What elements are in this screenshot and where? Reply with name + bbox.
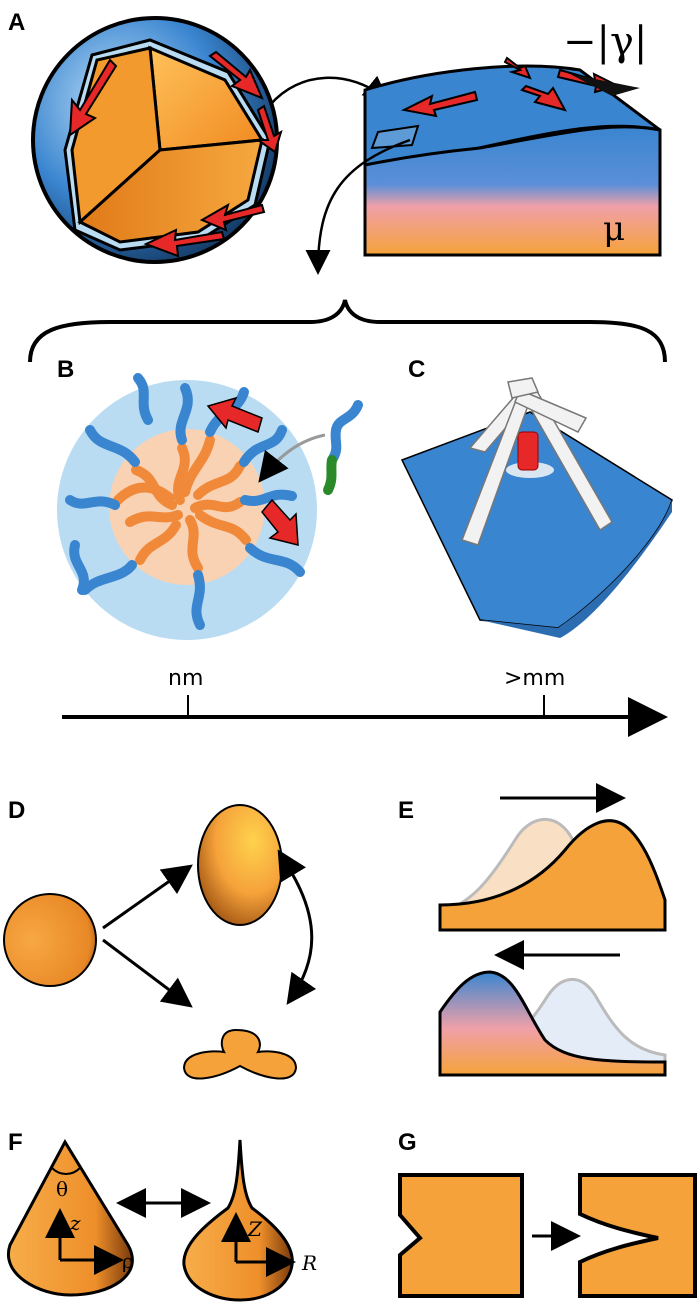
surfactant-tail xyxy=(180,435,215,497)
Z-label: Z xyxy=(247,1217,263,1241)
surfactant-tail xyxy=(173,443,190,505)
surfactant-tail xyxy=(125,510,183,527)
transition-arrow xyxy=(102,938,193,1008)
R-label: R xyxy=(301,1251,317,1275)
scale-axis: nm >mm xyxy=(62,666,668,737)
free-surfactant-tail xyxy=(323,455,337,495)
strider-body xyxy=(507,377,540,399)
panel-a-label: A xyxy=(8,9,25,36)
surfactant-head xyxy=(65,495,120,510)
surfactant-head xyxy=(245,543,305,577)
fluid-block: −|γ| μ xyxy=(363,19,662,257)
scale-arrow xyxy=(305,138,411,275)
surfactant-head xyxy=(175,383,193,445)
surfactant-head xyxy=(85,425,140,467)
surfactant-tail xyxy=(195,510,251,545)
panel-g-label: G xyxy=(398,1129,417,1156)
cone-angle-symbol: θ xyxy=(56,1177,68,1201)
surfactant-head xyxy=(191,570,205,630)
surface-tension-symbol: −|γ| xyxy=(563,19,647,65)
water-strider xyxy=(400,377,673,638)
panel-d-label: D xyxy=(8,797,25,824)
red-flow-arrow xyxy=(208,50,264,100)
red-flow-arrow xyxy=(520,84,567,112)
surfactant-tail xyxy=(193,461,245,500)
surfactant-tail xyxy=(190,497,245,513)
tip-drop xyxy=(182,1139,294,1302)
transition-arrow xyxy=(102,864,193,930)
viscosity-symbol: μ xyxy=(603,209,625,249)
surfactant-tail xyxy=(185,515,203,573)
panel-d: D xyxy=(3,797,317,1080)
panel-b: B xyxy=(57,356,363,640)
orange-hump xyxy=(438,819,667,932)
notched-block xyxy=(398,1173,524,1298)
panel-a: A xyxy=(8,9,667,363)
panel-e-label: E xyxy=(398,797,414,824)
red-flow-arrow xyxy=(68,58,118,137)
scale-brace xyxy=(28,299,667,363)
red-flow-arrow xyxy=(199,202,266,232)
surfactant-head xyxy=(239,425,287,467)
panel-c-label: C xyxy=(408,356,425,383)
panel-f: F θ z ρ Z R xyxy=(6,1129,317,1302)
surfactant-tail xyxy=(135,520,181,565)
trilobed-drop xyxy=(182,1028,298,1080)
ellipsoid-drop xyxy=(197,804,283,926)
panel-f-label: F xyxy=(8,1129,23,1156)
cutaway-sphere xyxy=(31,16,283,264)
red-flow-arrow xyxy=(206,396,263,434)
tick-label-nm: nm xyxy=(168,666,203,691)
surfactant-head xyxy=(240,489,297,507)
z-label: z xyxy=(69,1211,81,1235)
sphere-drop xyxy=(3,893,97,987)
red-flow-arrow xyxy=(254,104,283,154)
panel-b-label: B xyxy=(57,356,74,383)
surfactant-head xyxy=(80,560,137,595)
red-flow-arrow xyxy=(503,56,532,80)
surfactant-head xyxy=(133,373,153,425)
red-flow-arrow xyxy=(143,228,226,258)
adsorption-arrow xyxy=(258,433,326,483)
strider-leg xyxy=(514,389,588,433)
rho-label: ρ xyxy=(122,1249,134,1273)
surfactant-head xyxy=(69,540,89,595)
dark-flow-arrow xyxy=(570,74,640,96)
micelle xyxy=(57,373,363,640)
red-flow-arrow xyxy=(400,90,479,118)
panel-e: E xyxy=(398,783,667,1077)
cusp-block xyxy=(578,1173,697,1298)
gradient-hump xyxy=(438,970,667,1077)
red-flow-arrow xyxy=(261,498,299,546)
panel-g: G xyxy=(398,1129,697,1298)
tick-label-mm: >mm xyxy=(504,666,565,691)
cone-angle-arc xyxy=(51,1167,81,1175)
surfactant-tail xyxy=(113,482,175,505)
free-surfactant-head xyxy=(327,400,363,465)
panel-c: C xyxy=(400,356,673,638)
reversible-arrow xyxy=(277,849,317,1005)
